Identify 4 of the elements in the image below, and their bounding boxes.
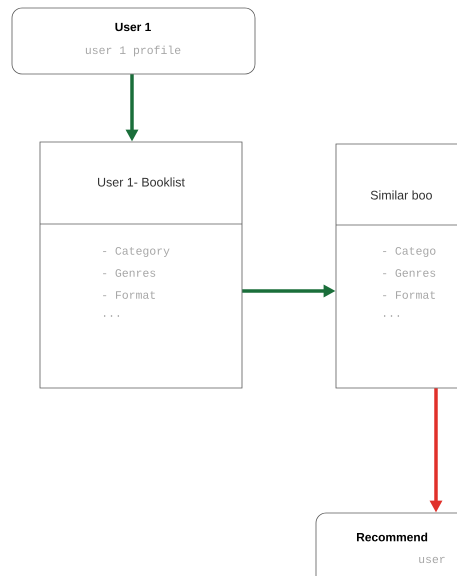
list-box: Similar boo - Catego - Genres - Format ... bbox=[336, 144, 457, 388]
rounded-box: User 1 user 1 profile bbox=[12, 8, 256, 74]
rounded-box: Recommend user bbox=[316, 512, 457, 576]
list-box: User 1- Booklist - Category - Genres - Format ... bbox=[40, 142, 242, 388]
